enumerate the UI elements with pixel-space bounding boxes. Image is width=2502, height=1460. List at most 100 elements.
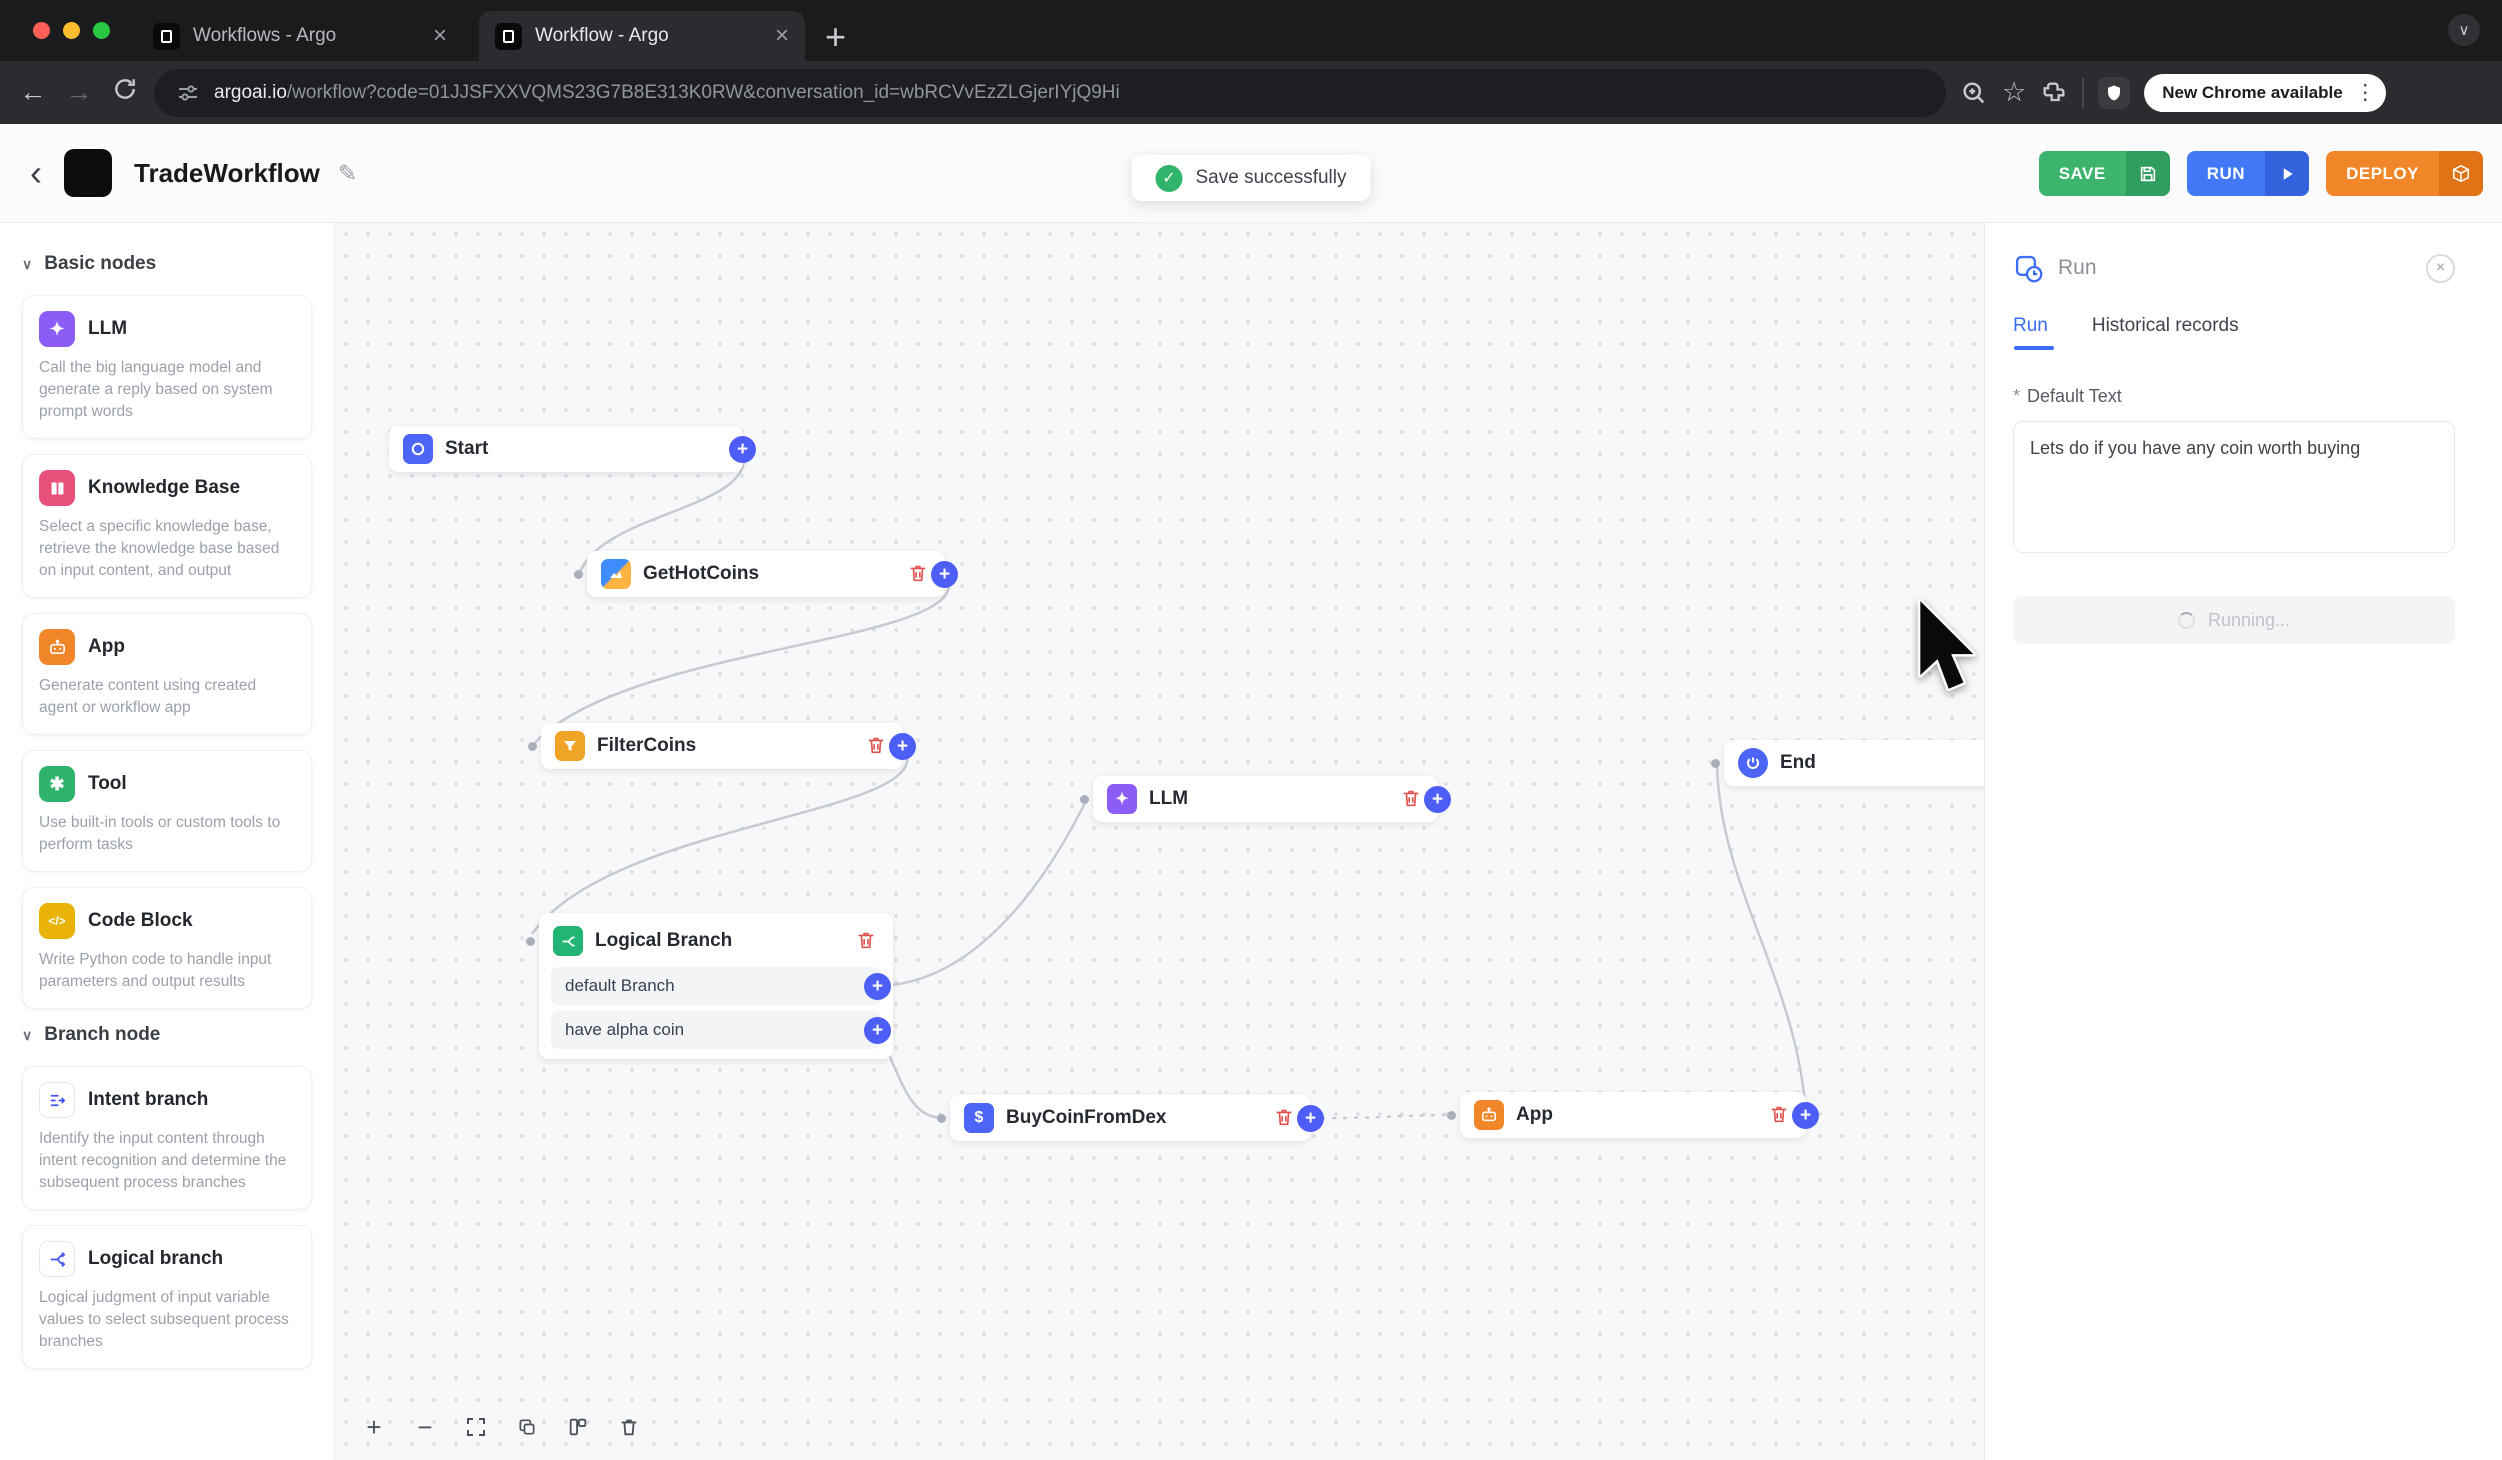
deploy-button[interactable]: DEPLOY	[2326, 151, 2483, 196]
tab-search-button[interactable]: ∨	[2448, 14, 2480, 46]
clear-canvas-trash-icon[interactable]	[616, 1414, 642, 1440]
add-connection-button[interactable]: +	[864, 972, 891, 1000]
extension-badge-icon[interactable]	[2098, 76, 2131, 109]
forward-icon[interactable]: →	[65, 77, 93, 107]
url-path: /workflow?code=01JJSFXXVQMS23G7B8E313K0R…	[286, 81, 1120, 103]
card-desc: Select a specific knowledge base, retrie…	[39, 518, 280, 579]
browser-tabstrip: Workflows - Argo × Workflow - Argo × + ∨	[0, 0, 2502, 61]
node-label: Start	[445, 438, 489, 459]
node-start[interactable]: Start +	[389, 426, 756, 472]
node-card-code-block[interactable]: </> Code Block Write Python code to hand…	[22, 887, 312, 1009]
url-bar[interactable]: argoai.io /workflow?code=01JJSFXXVQMS23G…	[154, 68, 1946, 117]
copy-button[interactable]	[514, 1414, 540, 1440]
zoom-icon[interactable]	[1960, 79, 1988, 107]
required-asterisk: *	[2013, 386, 2021, 406]
rename-icon[interactable]: ✎	[337, 159, 358, 186]
node-gethotcoins[interactable]: GetHotCoins +	[574, 551, 958, 597]
run-history-icon	[2015, 255, 2043, 283]
tab-workflow-active[interactable]: Workflow - Argo ×	[479, 11, 805, 61]
input-handle[interactable]	[526, 936, 535, 946]
new-tab-button[interactable]: +	[825, 16, 847, 57]
layout-button[interactable]	[565, 1414, 591, 1440]
add-connection-button[interactable]: +	[889, 732, 916, 760]
node-card-logical-branch[interactable]: Logical branch Logical judgment of input…	[22, 1225, 312, 1369]
section-label: Branch node	[44, 1024, 161, 1045]
node-card-intent-branch[interactable]: Intent branch Identify the input content…	[22, 1066, 312, 1210]
node-card-llm[interactable]: ✦ LLM Call the big language model and ge…	[22, 295, 312, 439]
save-button[interactable]: SAVE	[2038, 151, 2170, 196]
running-button[interactable]: Running...	[2013, 596, 2455, 644]
node-buycoinfromdex[interactable]: $ BuyCoinFromDex +	[937, 1095, 1324, 1141]
branch-row-have-alpha-coin[interactable]: have alpha coin +	[551, 1011, 891, 1049]
add-connection-button[interactable]: +	[1297, 1104, 1324, 1132]
input-handle[interactable]	[528, 741, 537, 751]
section-branch-node[interactable]: ∨ Branch node	[22, 1024, 312, 1046]
card-desc: Write Python code to handle input parame…	[39, 951, 272, 990]
extensions-icon[interactable]	[2040, 79, 2068, 107]
add-connection-button[interactable]: +	[1424, 785, 1451, 813]
save-label: SAVE	[2058, 163, 2106, 183]
default-text-input[interactable]: Lets do if you have any coin worth buyin…	[2013, 421, 2455, 553]
input-handle[interactable]	[937, 1113, 946, 1123]
node-app[interactable]: App +	[1447, 1092, 1819, 1138]
card-title: Intent branch	[88, 1089, 209, 1110]
edge-gethotcoins-filtercoins	[533, 573, 950, 745]
browser-menu-icon[interactable]: ⋮	[2354, 81, 2376, 104]
delete-node-icon[interactable]	[1768, 1103, 1792, 1127]
back-chevron-icon[interactable]: ‹	[30, 152, 42, 193]
tab-historical-records[interactable]: Historical records	[2091, 315, 2239, 336]
section-basic-nodes[interactable]: ∨ Basic nodes	[22, 253, 312, 275]
add-connection-button[interactable]: +	[1792, 1101, 1819, 1129]
toolbar-divider	[2082, 77, 2085, 108]
bookmark-star-icon[interactable]: ☆	[2002, 77, 2027, 107]
workflow-title: TradeWorkflow	[134, 157, 320, 188]
add-connection-button[interactable]: +	[931, 560, 958, 588]
input-handle[interactable]	[1080, 794, 1089, 804]
node-llm[interactable]: ✦ LLM +	[1080, 776, 1451, 822]
close-tab-icon[interactable]: ×	[432, 22, 447, 49]
chrome-update-button[interactable]: New Chrome available ⋮	[2144, 73, 2386, 112]
node-card-tool[interactable]: ✱ Tool Use built-in tools or custom tool…	[22, 750, 312, 872]
node-label: App	[1516, 1104, 1553, 1125]
delete-node-icon[interactable]	[1400, 787, 1424, 811]
card-desc: Logical judgment of input variable value…	[39, 1289, 289, 1350]
add-connection-button[interactable]: +	[729, 435, 756, 463]
node-label: LLM	[1149, 788, 1189, 809]
maximize-window-button[interactable]	[93, 22, 110, 39]
mouse-cursor	[1908, 596, 1982, 705]
node-card-app[interactable]: App Generate content using created agent…	[22, 613, 312, 735]
workflow-canvas[interactable]: Start + GetHotCoins + FilterCoins	[335, 223, 1984, 1460]
close-panel-icon[interactable]: ×	[2426, 253, 2455, 283]
delete-node-icon[interactable]	[1273, 1106, 1297, 1130]
minimize-window-button[interactable]	[63, 22, 80, 39]
tab-run[interactable]: Run	[2013, 315, 2054, 350]
input-handle[interactable]	[1447, 1110, 1456, 1120]
field-label: Default Text	[2027, 386, 2122, 406]
add-connection-button[interactable]: +	[864, 1016, 891, 1044]
node-filtercoins[interactable]: FilterCoins +	[528, 723, 916, 769]
start-icon	[403, 434, 433, 464]
site-settings-icon[interactable]	[176, 81, 200, 105]
delete-node-icon[interactable]	[865, 734, 889, 758]
browser-toolbar: ← → argoai.io /workflow?code=01JJSFXXVQM…	[0, 61, 2502, 124]
node-logical-branch[interactable]: Logical Branch default Branch + have alp…	[526, 913, 893, 1059]
back-icon[interactable]: ←	[19, 77, 47, 107]
delete-node-icon[interactable]	[855, 929, 879, 953]
close-window-button[interactable]	[33, 22, 50, 39]
zoom-in-button[interactable]: +	[366, 1412, 382, 1442]
delete-node-icon[interactable]	[907, 562, 931, 586]
run-button[interactable]: RUN	[2186, 151, 2310, 196]
input-handle[interactable]	[574, 569, 583, 579]
branch-row-default[interactable]: default Branch +	[551, 967, 891, 1005]
close-tab-icon[interactable]: ×	[774, 22, 789, 49]
node-card-knowledge-base[interactable]: Knowledge Base Select a specific knowled…	[22, 454, 312, 598]
tab-workflows[interactable]: Workflows - Argo ×	[137, 11, 463, 61]
input-handle[interactable]	[1711, 758, 1720, 768]
zoom-out-button[interactable]: −	[417, 1412, 433, 1442]
fit-view-button[interactable]	[463, 1414, 489, 1440]
reload-icon[interactable]	[102, 76, 148, 109]
card-title: App	[88, 636, 125, 657]
card-title: Logical branch	[88, 1248, 224, 1269]
node-end[interactable]: End	[1711, 740, 1984, 786]
logical-branch-icon	[39, 1241, 75, 1277]
